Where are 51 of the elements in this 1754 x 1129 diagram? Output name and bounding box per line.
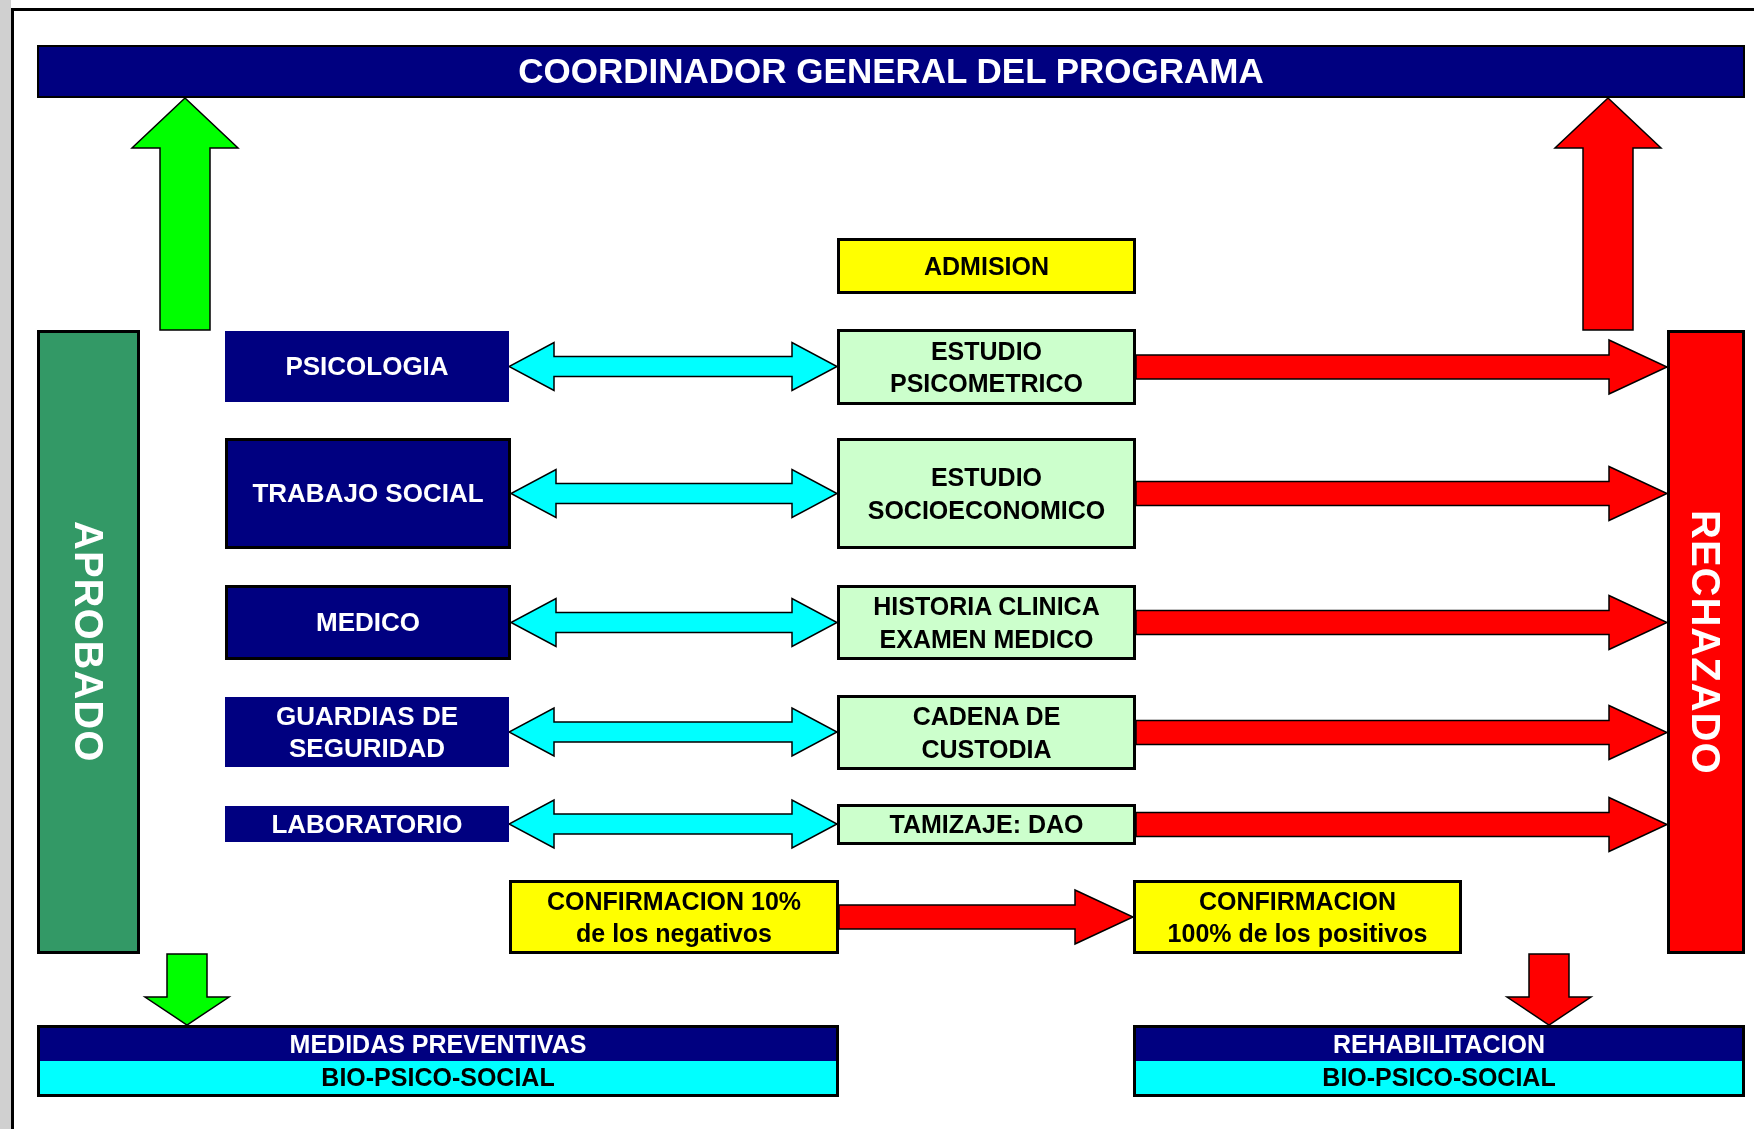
box-text: COORDINADOR GENERAL DEL PROGRAMA [517,50,1265,93]
box-text: LABORATORIO [270,807,464,841]
box-text: MEDICO [315,606,421,639]
box-text: PSICOLOGIA [284,350,450,383]
study-box [837,585,1136,660]
vertical-label: RECHAZADO [1683,509,1729,775]
block-arrow [1135,796,1669,853]
block-arrow [1135,594,1669,651]
double-arrow [507,706,839,758]
study-box [837,804,1136,845]
box-text: ESTUDIO PSICOMETRICO [888,335,1085,399]
block-arrow [1135,465,1669,522]
box-text: REHABILITACION [1136,1028,1742,1061]
double-arrow [507,341,839,392]
status-bar [37,330,140,954]
block-arrow [1135,338,1669,396]
status-bar [1667,330,1745,954]
double-arrow [509,468,839,519]
study-box [837,695,1136,770]
two-band-box [37,1025,839,1097]
department-box [225,806,509,842]
department-box [225,585,511,660]
box-text: CONFIRMACION 10% de los negativos [545,885,803,949]
box-text: HISTORIA CLINICA EXAMEN MEDICO [872,591,1101,655]
department-box [225,697,509,767]
double-arrow [509,597,839,648]
box-text: TAMIZAJE: DAO [888,809,1085,841]
block-arrow [1135,704,1669,761]
department-box [225,438,511,549]
vertical-label: APROBADO [65,521,112,763]
block-arrow [838,888,1135,946]
box-text: CONFIRMACION 100% de los positivos [1166,885,1429,949]
double-arrow [507,798,839,850]
box-text: MEDIDAS PREVENTIVAS [40,1028,836,1061]
block-arrow [1504,953,1594,1026]
block-arrow [142,953,232,1026]
highlight-box [837,238,1136,294]
box-text: GUARDIAS DE SEGURIDAD [275,699,459,765]
title-banner [37,45,1745,98]
study-box [837,329,1136,405]
highlight-box [1133,880,1462,954]
highlight-box [509,880,839,954]
two-band-box [1133,1025,1745,1097]
box-text: TRABAJO SOCIAL [251,477,485,510]
department-box [225,331,509,402]
box-text: ADMISION [923,250,1050,282]
box-text: CADENA DE CUSTODIA [911,701,1062,765]
box-text: ESTUDIO SOCIOECONOMICO [866,462,1107,526]
block-arrow [130,96,240,331]
block-arrow [1553,96,1663,331]
study-box [837,438,1136,549]
